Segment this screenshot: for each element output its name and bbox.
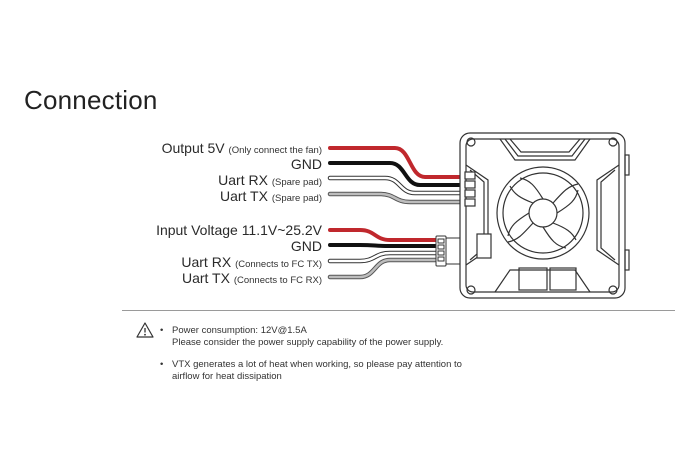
- notes-list: • Power consumption: 12V@1.5A Please con…: [160, 325, 462, 393]
- wire-gray-uart-tx-1-fill: [328, 192, 472, 204]
- note-heat-line2: airflow for heat dissipation: [172, 371, 282, 382]
- label-output-5v-note: (Only connect the fan): [228, 145, 322, 156]
- label-gnd-1: GND: [291, 156, 322, 172]
- label-gnd-2: GND: [291, 238, 322, 254]
- label-input-voltage: Input Voltage 11.1V~25.2V: [156, 222, 322, 238]
- bullet-dot: •: [160, 359, 164, 370]
- label-uart-tx-1-text: Uart TX: [219, 188, 268, 204]
- label-uart-tx-1-note: (Spare pad): [271, 193, 322, 204]
- warning-icon: [136, 322, 154, 338]
- label-uart-rx-2-note: (Connects to FC TX): [235, 259, 322, 270]
- wire-red-output-5v: [328, 146, 472, 179]
- wire-harness-2: [327, 228, 439, 280]
- label-uart-rx-1-note: (Spare pad): [271, 177, 322, 188]
- label-uart-tx-1: Uart TX (Spare pad): [220, 188, 322, 207]
- label-uart-rx-2-text: Uart RX: [181, 254, 232, 270]
- bullet-dot: •: [160, 325, 164, 336]
- label-gnd-1-text: GND: [290, 156, 322, 172]
- wire-black-gnd-2: [328, 243, 438, 248]
- page-title: Connection: [24, 85, 158, 115]
- label-gnd-2-text: GND: [290, 238, 322, 254]
- label-uart-rx-1: Uart RX (Spare pad): [218, 172, 322, 191]
- label-output-5v-text: Output 5V: [161, 140, 225, 156]
- vtx-device: [459, 132, 630, 299]
- wire-black-gnd-1: [328, 161, 472, 187]
- wire-white-uart-rx-1-fill: [328, 176, 472, 195]
- label-uart-rx-1-text: Uart RX: [218, 172, 268, 188]
- note-power-line1: Power consumption: 12V@1.5A: [172, 325, 307, 336]
- label-uart-tx-2-text: Uart TX: [181, 270, 230, 286]
- label-input-voltage-text: Input Voltage 11.1V~25.2V: [156, 222, 322, 238]
- note-item-power: • Power consumption: 12V@1.5A Please con…: [160, 325, 462, 349]
- note-item-heat: • VTX generates a lot of heat when worki…: [160, 359, 462, 383]
- label-uart-tx-2: Uart TX (Connects to FC RX): [182, 270, 322, 289]
- wire-white-uart-rx-2-fill: [328, 251, 438, 263]
- section-divider: [122, 310, 675, 311]
- label-output-5v: Output 5V (Only connect the fan): [162, 140, 322, 159]
- note-power-line2: Please consider the power supply capabil…: [172, 337, 444, 348]
- label-uart-tx-2-note: (Connects to FC RX): [233, 275, 322, 286]
- wire-red-input: [328, 228, 438, 242]
- wire-harness-1: [327, 146, 473, 205]
- connector-plug: [435, 235, 463, 267]
- wire-gray-uart-tx-2-fill: [328, 258, 438, 279]
- note-heat-line1: VTX generates a lot of heat when working…: [172, 359, 462, 370]
- label-uart-rx-2: Uart RX (Connects to FC TX): [181, 254, 322, 273]
